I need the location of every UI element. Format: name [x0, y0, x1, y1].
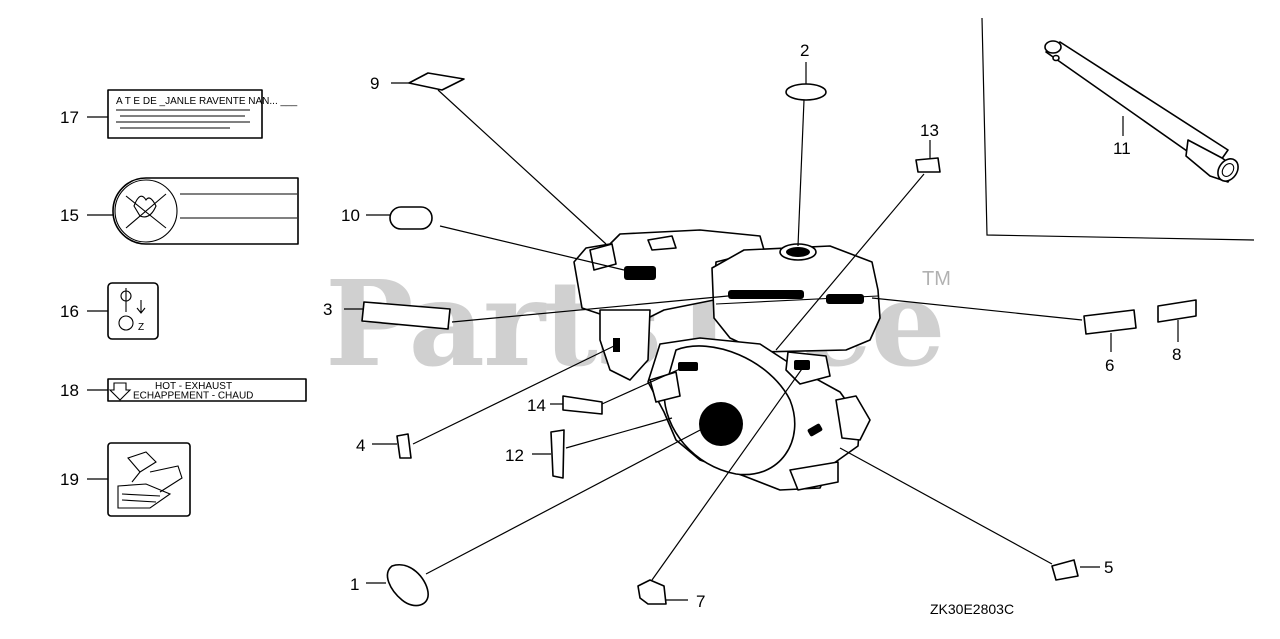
- part-17-caution-label[interactable]: A T E DE _JANLE RAVENTE NAN... ___: [107, 89, 298, 139]
- part-15-fuel-warning-decal[interactable]: [112, 177, 299, 245]
- engine-illustration: [573, 229, 881, 491]
- callout-15[interactable]: 15: [60, 206, 79, 225]
- callout-3[interactable]: 3: [323, 300, 332, 319]
- spark-plug-wrench-icon[interactable]: [1044, 40, 1242, 185]
- part-12-decal[interactable]: [550, 429, 565, 479]
- part-1-emblem[interactable]: [386, 564, 429, 607]
- callout-16[interactable]: 16: [60, 302, 79, 321]
- watermark-trademark: TM: [922, 268, 951, 290]
- callout-12[interactable]: 12: [505, 446, 524, 465]
- callout-13[interactable]: 13: [920, 121, 939, 140]
- part-5-decal[interactable]: [1051, 559, 1079, 581]
- inset-frame: [981, 17, 1255, 241]
- part-9-decal[interactable]: [408, 72, 465, 91]
- callout-17[interactable]: 17: [60, 108, 79, 127]
- part-13-decal[interactable]: [915, 157, 941, 173]
- svg-text:A T E DE _JANLE RAVENTE NA: A T E DE _JANLE RAVENTE NAN... ___: [116, 96, 298, 107]
- callout-5[interactable]: 5: [1104, 558, 1113, 577]
- part-18-hot-exhaust-label[interactable]: HOT - EXHAUST ECHAPPEMENT - CHAUD: [107, 378, 307, 402]
- callout-2[interactable]: 2: [800, 41, 809, 60]
- choke-icon: Z: [118, 288, 146, 333]
- part-7-decal[interactable]: [637, 579, 667, 605]
- part-16-choke-label[interactable]: Z: [107, 282, 159, 340]
- oil-can-icon: [117, 451, 183, 509]
- part-4-decal[interactable]: [396, 433, 412, 459]
- no-fire-warning-icon: [125, 193, 167, 229]
- callout-14[interactable]: 14: [527, 396, 546, 415]
- diagram-code: ZK30E2803C: [930, 601, 1014, 617]
- part-3-decal[interactable]: [361, 301, 451, 330]
- callout-7[interactable]: 7: [696, 592, 705, 611]
- hot-exhaust-line1: HOT - EXHAUST: [155, 381, 232, 392]
- callout-11[interactable]: 11: [1113, 139, 1131, 158]
- callout-6[interactable]: 6: [1105, 356, 1114, 375]
- callout-18[interactable]: 18: [60, 381, 79, 400]
- part-6-decal[interactable]: [1083, 309, 1137, 335]
- hot-exhaust-line2: ECHAPPEMENT - CHAUD: [133, 391, 253, 402]
- callout-19[interactable]: 19: [60, 470, 79, 489]
- callout-8[interactable]: 8: [1172, 345, 1181, 364]
- callout-10[interactable]: 10: [341, 206, 360, 225]
- part-8-decal[interactable]: [1157, 299, 1197, 323]
- part-10-decal[interactable]: [389, 206, 433, 230]
- part-14-decal[interactable]: [562, 395, 603, 415]
- callout-4[interactable]: 4: [356, 436, 365, 455]
- svg-text:Z: Z: [138, 322, 144, 333]
- part-2-cap-decal[interactable]: [785, 83, 827, 101]
- callout-1[interactable]: 1: [350, 575, 359, 594]
- part-19-oil-label[interactable]: [107, 442, 191, 517]
- callout-9[interactable]: 9: [370, 74, 379, 93]
